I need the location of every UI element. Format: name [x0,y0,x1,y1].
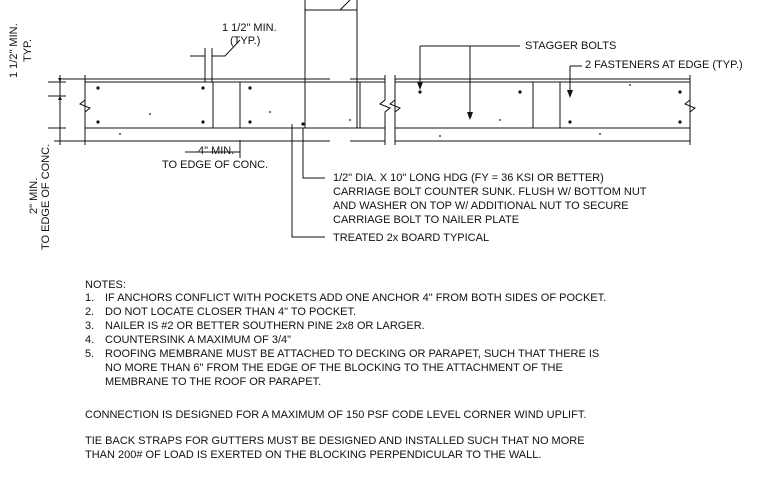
break-line-mid-left [379,75,391,145]
vertical-typ-label: TYP. [22,38,34,62]
note-text: ROOFING MEMBRANE MUST BE ATTACHED TO DEC… [105,348,600,360]
vertical-min-label-2: 2" MIN. [28,177,40,214]
connection-note: CONNECTION IS DESIGNED FOR A MAXIMUM OF … [85,409,587,421]
four-in-dim [185,140,241,158]
edge-min-label: 1 1/2" MIN. [222,22,277,34]
note-text: COUNTERSINK A MAXIMUM OF 3/4" [105,334,292,346]
four-in-min-label: 4" MIN. [198,145,235,157]
vertical-edge-label: TO EDGE OF CONC. [40,143,52,250]
bolt-leader [302,128,325,179]
bolt-note-line1: 1/2" DIA. X 10" LONG HDG (FY = 36 KSI OR… [333,172,604,184]
note-text-continued: NO MORE THAN 6" FROM THE EDGE OF THE BLO… [105,362,563,374]
note-number: 3. [85,320,95,332]
vertical-min-label-1: 1 1/2" MIN. [8,23,20,78]
note-number: 4. [85,334,95,346]
stagger-bolts-label: STAGGER BOLTS [525,40,617,52]
note-text: DO NOT LOCATE CLOSER THAN 4" TO POCKET. [105,306,357,318]
bolt-note-line3: AND WASHER ON TOP W/ ADDITIONAL NUT TO S… [333,200,629,212]
tieback-note-line1: TIE BACK STRAPS FOR GUTTERS MUST BE DESI… [85,435,585,447]
fasteners-edge-label: 2 FASTENERS AT EDGE (TYP.) [585,59,743,71]
note-text: NAILER IS #2 OR BETTER SOUTHERN PINE 2x8… [105,320,425,332]
stagger-leader [419,45,520,118]
board-segment [84,81,214,129]
bolt-note-line4: CARRIAGE BOLT TO NAILER PLATE [333,214,520,226]
note-text: IF ANCHORS CONFLICT WITH POCKETS ADD ONE… [105,292,607,304]
note-number: 2. [85,306,95,318]
left-dim-leader [48,81,60,129]
note-number: 5. [85,348,95,360]
treated-board-label: TREATED 2x BOARD TYPICAL [333,232,490,244]
tieback-note-line2: THAN 200# OF LOAD IS EXERTED ON THE BLOC… [85,449,542,461]
pocket-outline [304,0,358,128]
board-segment [394,81,534,129]
board-segment [239,81,361,129]
four-in-edge-label: TO EDGE OF CONC. [162,159,269,171]
notes-heading: NOTES: [85,279,126,291]
bolt-note-line2: CARRIAGE BOLT COUNTER SUNK. FLUSH W/ BOT… [333,186,647,198]
treated-leader [291,124,325,238]
note-text-continued: MEMBRANE TO THE ROOF OR PARAPET. [105,376,322,388]
top-dim-leader [190,39,241,57]
note-number: 1. [85,292,95,304]
top-dim-lines [204,48,213,82]
board-segment [559,81,691,129]
pocket-dimension [305,0,357,11]
edge-typ-label: (TYP.) [230,35,261,47]
